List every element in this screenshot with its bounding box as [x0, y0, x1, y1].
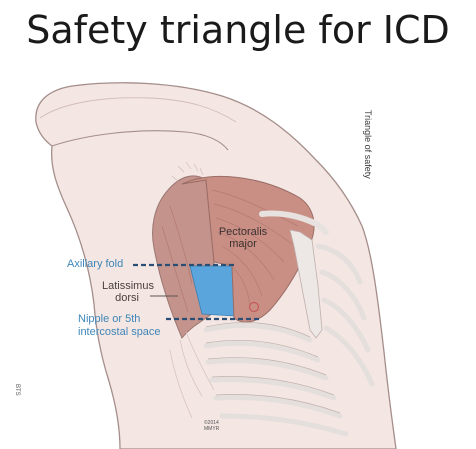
- nipple-label-line2: intercostal space: [78, 326, 161, 338]
- latissimus-dorsi-label: Latissimus dorsi: [102, 280, 154, 304]
- pectoralis-label-line2: major: [229, 238, 257, 250]
- arm-contour: [51, 130, 229, 151]
- axillary-fold-label: Axillary fold: [67, 258, 124, 270]
- rib-outlines: [205, 322, 341, 414]
- latissimus-label-line2: dorsi: [115, 292, 139, 304]
- pectoralis-major-label: Pectoralis major: [216, 226, 270, 250]
- pectoralis-label-line1: Pectoralis: [218, 226, 268, 238]
- axillary-texture: [171, 161, 204, 182]
- nipple-fifth-intercostal-label: Nipple or 5th intercostal space: [78, 313, 161, 339]
- serratus-texture: [169, 331, 215, 419]
- triangle-of-safety-label: Triangle of safety: [363, 110, 373, 179]
- nipple-marker: [248, 301, 260, 313]
- nipple-label-line1: Nipple or 5th: [78, 313, 141, 325]
- arm-shading: [39, 97, 237, 123]
- copyright-line1: ©2014: [204, 420, 219, 426]
- ribs: [203, 243, 375, 437]
- slide-title: Safety triangle for ICD: [26, 8, 450, 52]
- sternum: [289, 229, 323, 339]
- clavicle: [259, 210, 329, 235]
- copyright-line2: MMYR: [204, 426, 220, 432]
- latissimus-label-line1: Latissimus: [102, 280, 154, 292]
- copyright-text: ©2014 MMYR: [204, 420, 219, 432]
- side-code-text: BTS: [14, 384, 20, 396]
